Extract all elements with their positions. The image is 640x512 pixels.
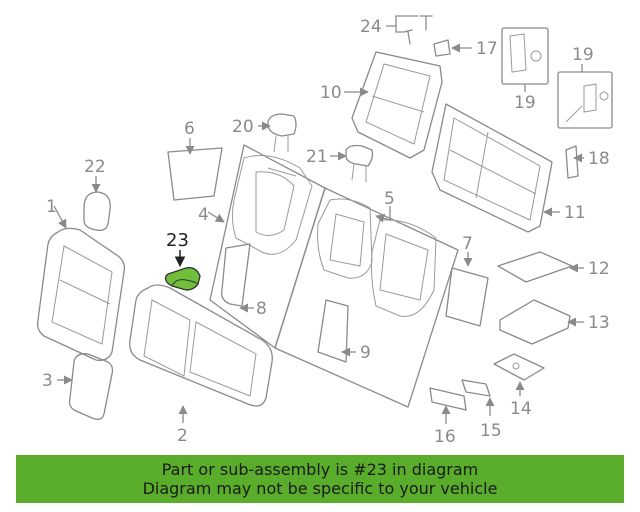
callout-18: 18 (588, 149, 610, 169)
callout-10: 10 (320, 83, 342, 103)
part-23-highlighted (164, 267, 201, 291)
part-13-track (499, 299, 571, 345)
seat-parts-diagram: 1 2 3 4 5 6 7 8 9 10 11 12 13 14 15 16 1… (36, 15, 613, 447)
callout-12: 12 (588, 259, 610, 279)
part-10-seat-back-frame (351, 51, 443, 159)
part-14-plate (493, 353, 545, 381)
callout-23-highlighted: 23 (166, 230, 189, 251)
callout-22: 22 (84, 157, 106, 177)
callout-14: 14 (510, 399, 532, 419)
callout-9: 9 (360, 343, 371, 363)
callout-11: 11 (564, 203, 586, 223)
callout-7: 7 (462, 234, 473, 254)
info-banner: Part or sub-assembly is #23 in diagram D… (16, 455, 624, 503)
part-20-headrest (267, 113, 297, 153)
callout-24: 24 (360, 17, 382, 37)
part-19-box-a (501, 27, 549, 85)
callout-labels: 1 2 3 4 5 6 7 8 9 10 11 12 13 14 15 16 1… (42, 17, 610, 447)
part-6-pad (167, 147, 223, 201)
callout-20: 20 (232, 117, 254, 137)
part-17-bracket (433, 39, 451, 57)
part-22-headrest (83, 191, 111, 232)
callout-5: 5 (384, 189, 395, 209)
part-4-seat-back-panel (209, 144, 326, 349)
part-8-bracket (221, 243, 251, 307)
banner-line-1: Part or sub-assembly is #23 in diagram (161, 460, 479, 479)
callout-3: 3 (42, 371, 53, 391)
part-12-plate (497, 251, 573, 283)
part-7-pad (445, 267, 489, 327)
callout-2: 2 (177, 426, 188, 446)
part-15-clip (461, 379, 491, 397)
callout-19-top: 19 (572, 45, 594, 65)
part-9-bracket (317, 299, 349, 363)
callout-21: 21 (306, 147, 328, 167)
part-5-rear-seat-back (274, 187, 459, 408)
callout-17: 17 (476, 39, 498, 59)
callout-1: 1 (46, 197, 57, 217)
callout-4: 4 (198, 205, 209, 225)
callout-13: 13 (588, 313, 610, 333)
leader-lines (53, 15, 584, 424)
part-24-bolt (403, 15, 433, 45)
part-19-box-b (557, 71, 613, 129)
part-1-seat-back-cushion (36, 227, 126, 361)
callout-19-bottom: 19 (514, 93, 536, 113)
callout-15: 15 (480, 421, 502, 441)
callout-8: 8 (256, 299, 267, 319)
callout-16: 16 (434, 427, 456, 447)
part-11-rear-frame (431, 103, 553, 233)
part-18-clip (565, 145, 579, 179)
callout-6: 6 (184, 119, 195, 139)
part-21-headrest (345, 144, 374, 182)
part-16-clip (429, 387, 467, 411)
part-3-armrest-pad (68, 353, 114, 420)
part-2-seat-cushion (129, 284, 273, 407)
banner-line-2: Diagram may not be specific to your vehi… (142, 479, 498, 498)
